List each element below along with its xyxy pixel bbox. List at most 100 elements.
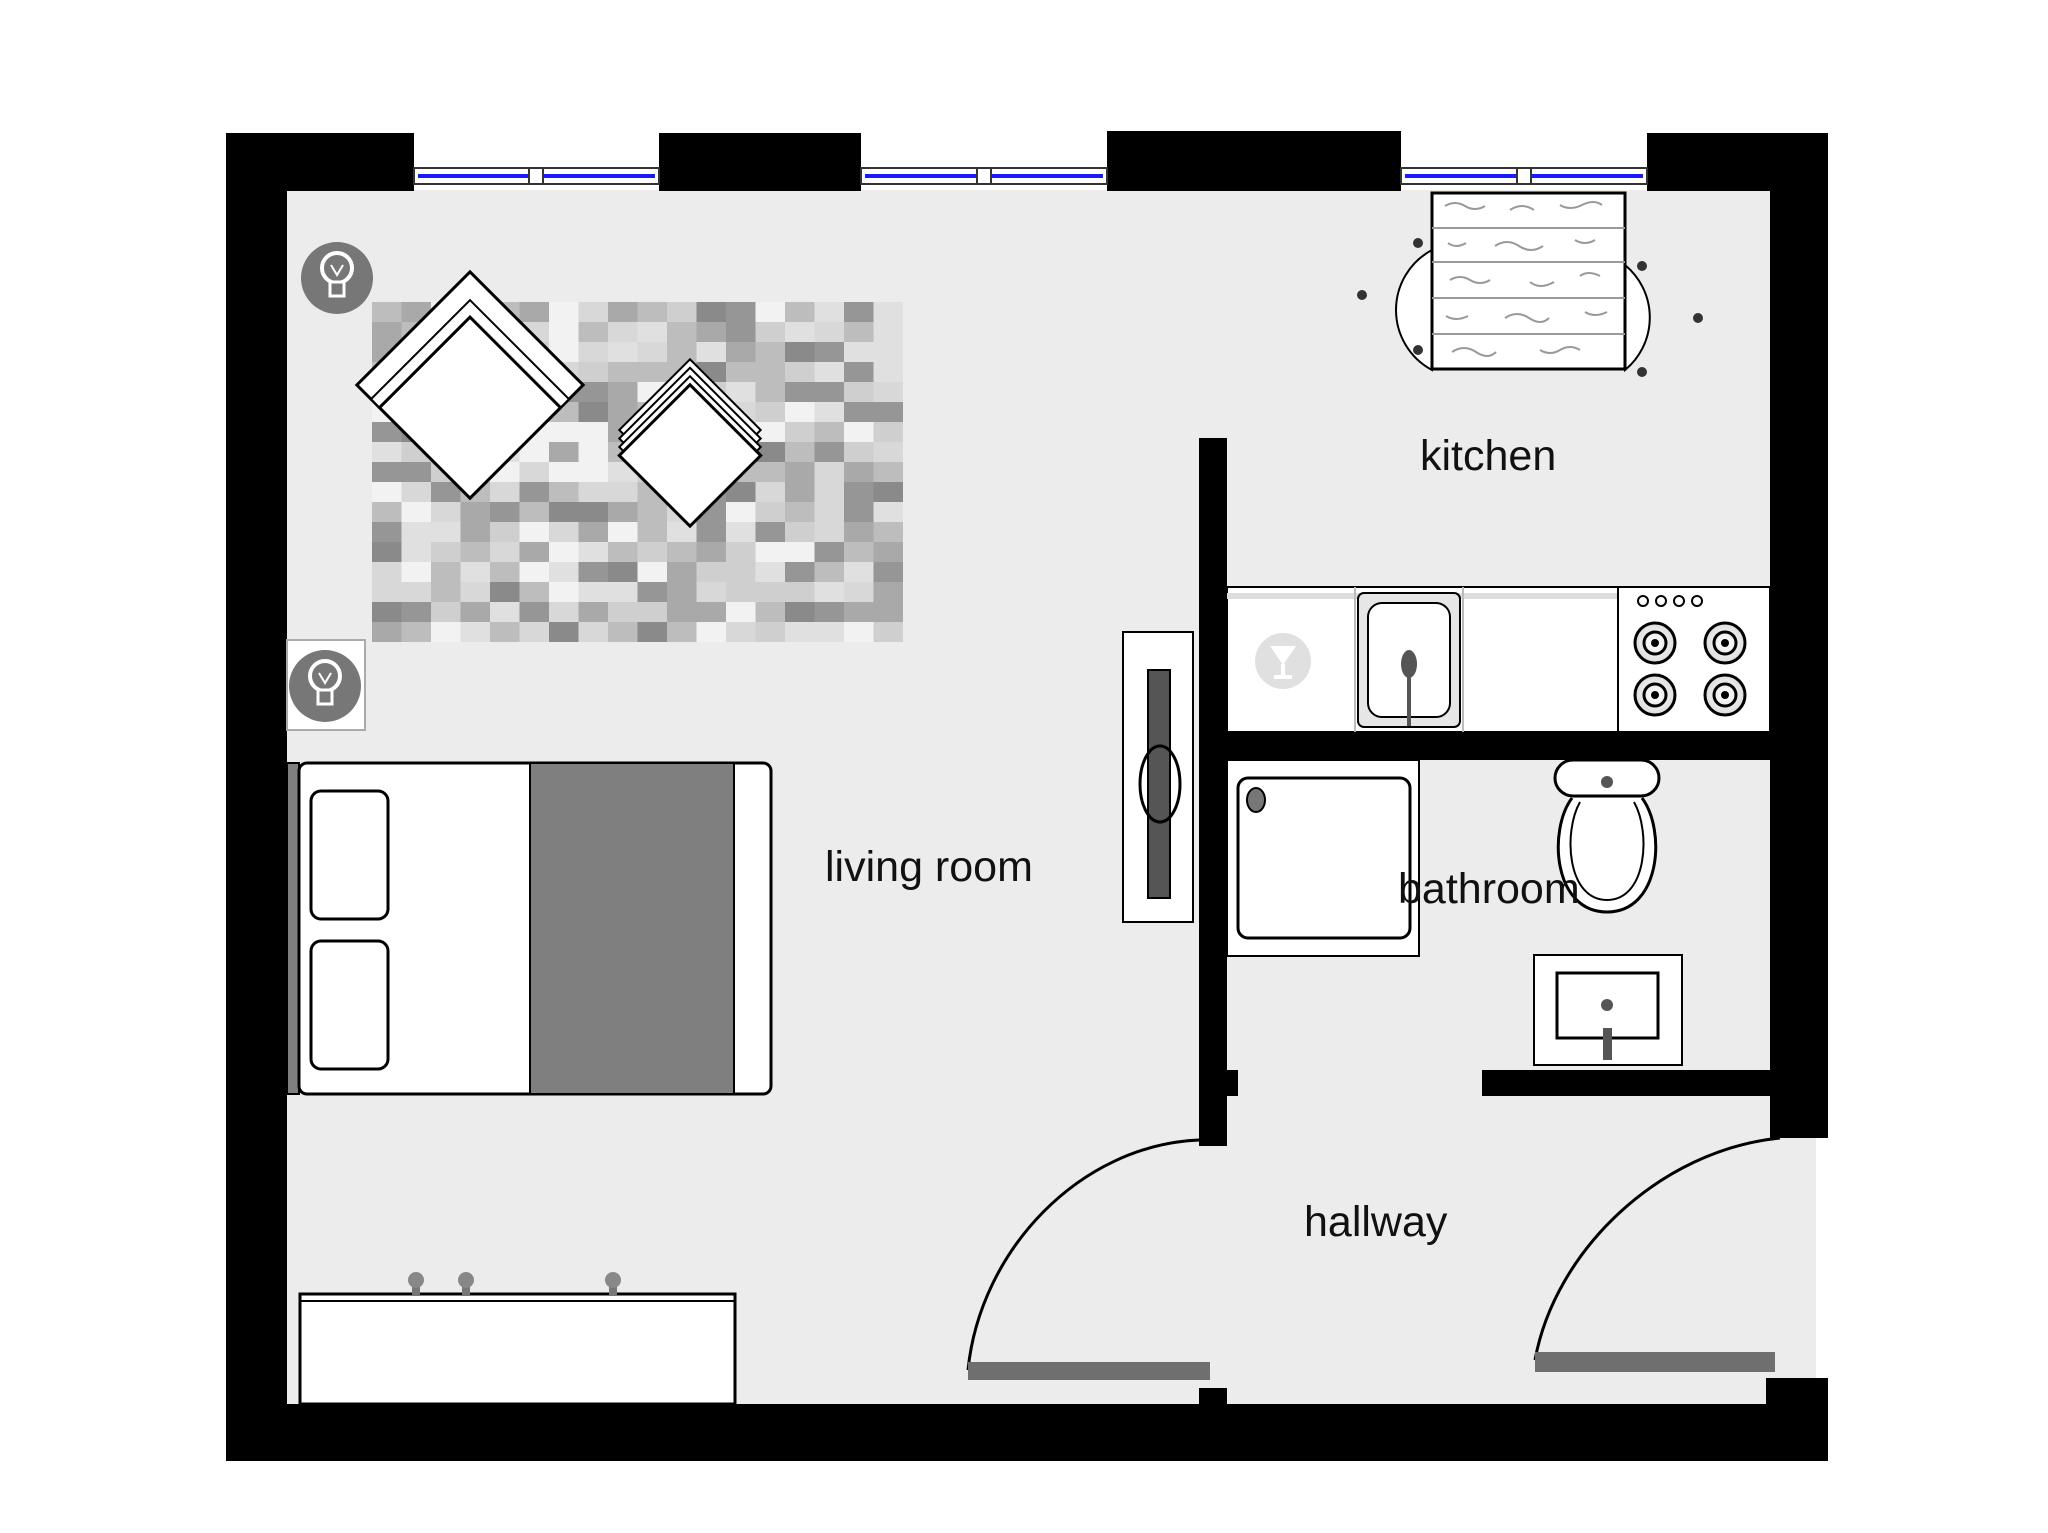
rug-tile: [578, 522, 608, 542]
kitchen-counter: [1226, 586, 1771, 733]
rug-tile: [726, 322, 756, 342]
rug-tile: [844, 362, 874, 382]
tv-screen: [1147, 669, 1171, 899]
rug-tile: [519, 622, 549, 642]
rug-tile: [873, 362, 903, 382]
rug-tile: [844, 582, 874, 602]
rug-tile: [785, 422, 815, 442]
rug-tile: [401, 602, 431, 622]
rug-tile: [844, 522, 874, 542]
rug-tile: [873, 302, 903, 322]
pillow: [309, 939, 390, 1071]
rug-tile: [578, 382, 608, 402]
rug-tile: [431, 582, 461, 602]
rug-tile: [726, 302, 756, 322]
window-2: [860, 167, 1108, 185]
rug-tile: [667, 562, 697, 582]
rug-tile: [637, 542, 667, 562]
room-label-hallway: hallway: [1304, 1198, 1448, 1246]
rug-tile: [401, 542, 431, 562]
pillow: [309, 789, 390, 921]
rug-tile: [608, 602, 638, 622]
rug-tile: [667, 622, 697, 642]
rug-tile: [667, 582, 697, 602]
room-label-kitchen: kitchen: [1420, 432, 1556, 480]
rug-tile: [578, 342, 608, 362]
rug-tile: [814, 542, 844, 562]
rug-tile: [490, 602, 520, 622]
rug-tile: [755, 582, 785, 602]
rug-tile: [490, 482, 520, 502]
rug-tile: [667, 302, 697, 322]
rug-tile: [814, 462, 844, 482]
rug-tile: [431, 482, 461, 502]
rug-tile: [519, 302, 549, 322]
rug-tile: [726, 342, 756, 362]
rug-tile: [726, 482, 756, 502]
rug-tile: [726, 602, 756, 622]
rug-tile: [785, 562, 815, 582]
rug-tile: [490, 542, 520, 562]
rug-tile: [755, 302, 785, 322]
rug-tile: [608, 502, 638, 522]
rug-tile: [844, 562, 874, 582]
rug-tile: [549, 562, 579, 582]
rug-tile: [372, 562, 402, 582]
rug-tile: [578, 602, 608, 622]
rug-tile: [844, 462, 874, 482]
rug-tile: [372, 602, 402, 622]
rug-tile: [755, 622, 785, 642]
rug-tile: [814, 622, 844, 642]
rug-tile: [637, 302, 667, 322]
rug-tile: [844, 302, 874, 322]
rug-tile: [460, 582, 490, 602]
rug-tile: [372, 302, 402, 322]
rug-tile: [608, 622, 638, 642]
rug-tile: [814, 382, 844, 402]
rug-tile: [814, 482, 844, 502]
hallway-exit-floor: [1770, 1138, 1816, 1378]
entrance-door: [1533, 1136, 1781, 1372]
wall-top-segment-2: [659, 133, 861, 191]
rug-tile: [814, 602, 844, 622]
rug-tile: [578, 462, 608, 482]
rug-tile: [372, 482, 402, 502]
wall-left: [226, 133, 287, 1461]
rug-tile: [519, 442, 549, 462]
rug-tile: [873, 582, 903, 602]
rug-tile: [608, 402, 638, 422]
rug-tile: [578, 302, 608, 322]
rug-tile: [726, 522, 756, 542]
dining-table: [1357, 191, 1703, 377]
interior-walls: [1199, 438, 1770, 1410]
rug-tile: [726, 562, 756, 582]
lightbulb-icon: [301, 242, 373, 314]
rug-tile: [696, 522, 726, 542]
rug-tile: [873, 402, 903, 422]
double-bed: [286, 761, 773, 1096]
living-room-door: [966, 1138, 1210, 1380]
rug-tile: [608, 482, 638, 502]
rug-tile: [637, 322, 667, 342]
rug-tile: [696, 562, 726, 582]
rug-tile: [726, 502, 756, 522]
rug-tile: [755, 382, 785, 402]
rug-tile: [372, 502, 402, 522]
room-label-living-room: living room: [825, 843, 1033, 891]
rug-tile: [431, 502, 461, 522]
rug-tile: [549, 542, 579, 562]
rug-tile: [755, 462, 785, 482]
rug-tile: [667, 602, 697, 622]
rug-tile: [549, 622, 579, 642]
rug-tile: [814, 502, 844, 522]
rug-tile: [549, 302, 579, 322]
rug-tile: [844, 622, 874, 642]
rug-tile: [578, 442, 608, 462]
rug-tile: [460, 502, 490, 522]
rug-tile: [637, 602, 667, 622]
shower-tray: [1226, 759, 1420, 957]
rug-tile: [814, 322, 844, 342]
rug-tile: [637, 342, 667, 362]
rug-tile: [372, 462, 402, 482]
